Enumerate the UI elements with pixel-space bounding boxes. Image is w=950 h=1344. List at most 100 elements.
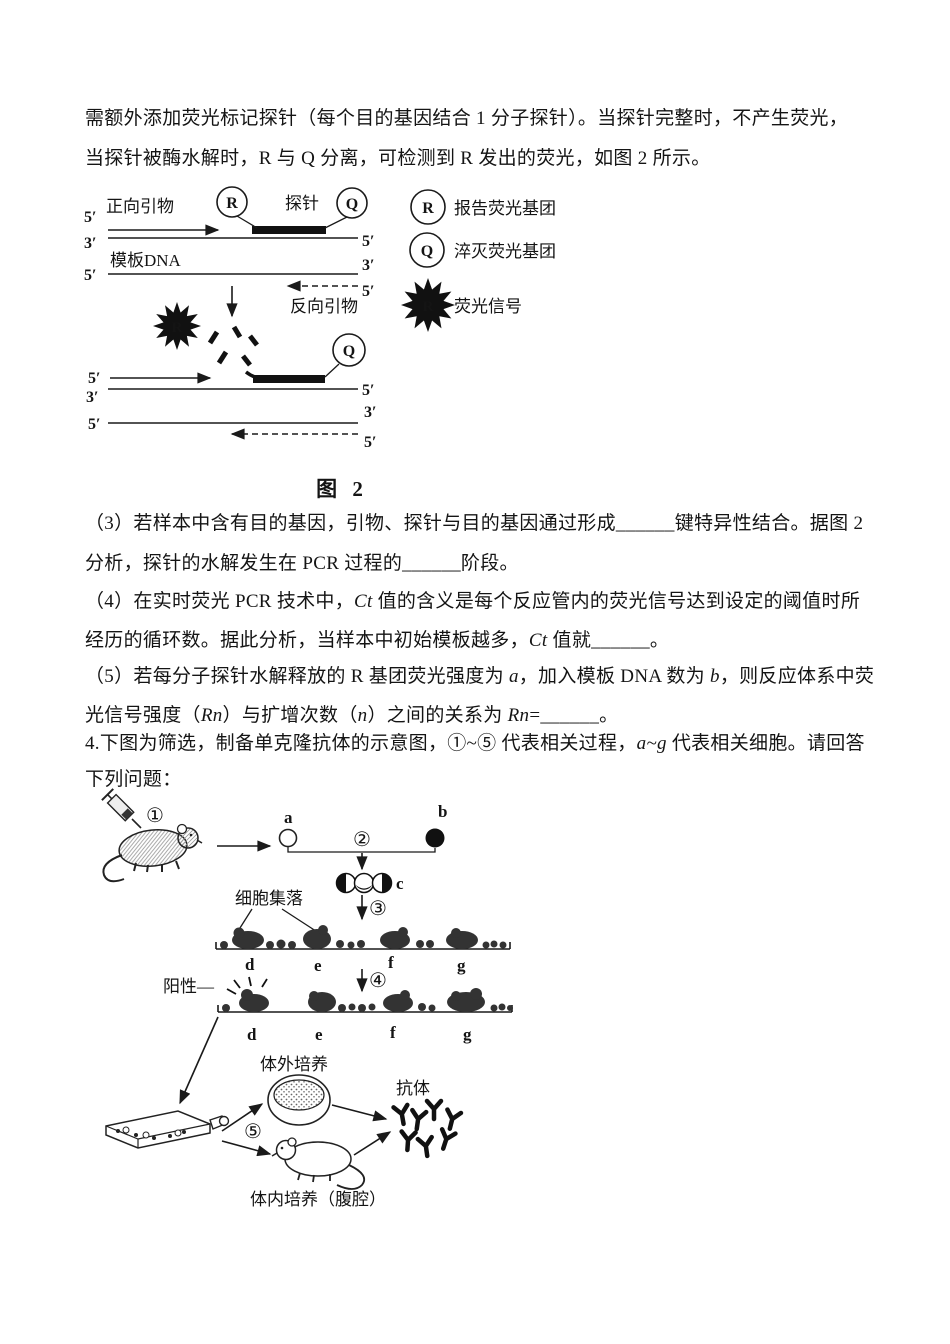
antibody-y-icons [391, 1098, 464, 1159]
q4ct-italic-ct: Ct [528, 630, 548, 651]
legend-q: Q [421, 243, 433, 260]
question-5-line-1: （5）若每分子探针水解释放的 R 基团荧光强度为 a，加入模板 DNA 数为 b… [85, 664, 874, 690]
q5-italic-a: a [508, 666, 519, 687]
q5-italic-n: n [357, 705, 368, 726]
reverse-primer-label: 反向引物 [290, 297, 358, 316]
q5-text: ）之间的关系为 [367, 705, 508, 726]
figure2-pcr-probe-diagram: 5′ 正向引物 3′ 5′ 模板DNA 5′ 3′ 5′ 反向引物 R 探针 Q [84, 186, 556, 451]
figure4-monoclonal-antibody-diagram: ① a b ② c [101, 788, 513, 1209]
colony-e-label: e [315, 1025, 323, 1044]
question-4-intro-line-2: 下列问题： [85, 769, 182, 790]
immunized-mouse-icon [102, 823, 203, 883]
q4-intro-italic-ag: a~g [636, 733, 667, 754]
legend-r: R [422, 200, 434, 217]
probe-bar [252, 226, 326, 234]
reporter-circle-icon [216, 186, 248, 218]
template-dna-top-complex: 5′ 正向引物 3′ 5′ 模板DNA 5′ 3′ 5′ 反向引物 R 探针 Q [84, 186, 375, 316]
legend-reporter-circle-icon [410, 189, 446, 225]
step-3-label: ③ [369, 898, 387, 920]
five-prime-label: 5′ [84, 267, 97, 284]
cell-c-label: c [396, 874, 404, 893]
probe-hydrolysis-complex: R Q 5′ 3′ 5′ 5′ 3′ 5′ [86, 286, 377, 451]
colony-g-label: g [457, 956, 466, 975]
figure2-legend: R 报告荧光基团 Q 淬灭荧光基团 R 荧光信号 [401, 189, 556, 332]
intro-line-2: 当探针被酶水解时，R 与 Q 分离，可检测到 R 发出的荧光，如图 2 所示。 [85, 148, 711, 169]
fused-cells-icon [335, 872, 393, 894]
legend-fluorescence-starburst-icon [401, 278, 455, 332]
quencher-q-label: Q [343, 343, 355, 360]
positive-colony-rays [226, 976, 268, 995]
in-vivo-label: 体内培养（腹腔） [250, 1190, 386, 1209]
five-prime-label: 5′ [88, 416, 101, 433]
q4ct-text: （4）在实时荧光 PCR 技术中， [85, 591, 355, 612]
question-3-line-2: 分析，探针的水解发生在 PCR 过程的______阶段。 [85, 553, 519, 574]
step-4-label: ④ [369, 970, 387, 992]
cell-b-icon [425, 828, 445, 848]
culture-flask-icon [105, 1110, 230, 1149]
question-3-line-1: （3）若样本中含有目的基因，引物、探针与目的基因通过形成______键特异性结合… [85, 513, 864, 534]
five-prime-label: 5′ [88, 370, 101, 387]
q5-text: =______。 [529, 705, 619, 726]
q4ct-text: 值就______。 [547, 630, 670, 651]
legend-reporter-label: 报告荧光基团 [454, 199, 556, 218]
reporter-r-label: R [226, 195, 238, 212]
colony-d-label: d [247, 1025, 257, 1044]
colony-e-label: e [314, 956, 322, 975]
cell-a-icon [278, 828, 298, 848]
template-dna-label: 模板DNA [110, 251, 182, 270]
q4ct-text: 值的含义是每个反应管内的荧光信号达到设定的阈值时所 [372, 591, 861, 612]
in-vitro-label: 体外培养 [260, 1055, 328, 1074]
cell-a-label: a [284, 808, 293, 827]
question-4ct-line-2: 经历的循环数。据此分析，当样本中初始模板越多，Ct 值就______。 [85, 628, 669, 654]
positive-label: 阳性— [163, 977, 215, 996]
q5-text: 光信号强度（ [85, 705, 201, 726]
legend-signal-r: R [423, 299, 434, 315]
five-prime-label: 5′ [362, 233, 375, 250]
colony-f-label: f [388, 953, 394, 972]
colony-d-label: d [245, 955, 255, 974]
petri-dish-icon [267, 1074, 331, 1126]
q4ct-text: 经历的循环数。据此分析，当样本中初始模板越多， [85, 630, 529, 651]
probe-fragments [207, 325, 259, 367]
quencher-circle-icon [332, 333, 366, 367]
question-4ct-line-1: （4）在实时荧光 PCR 技术中，Ct 值的含义是每个反应管内的荧光信号达到设定… [85, 589, 860, 615]
released-r-label: R [172, 320, 183, 336]
step-5-label: ⑤ [244, 1121, 262, 1143]
five-prime-label: 5′ [84, 209, 97, 226]
quencher-q-label: Q [346, 196, 358, 213]
five-prime-label: 5′ [362, 382, 375, 399]
step-1-label: ① [146, 805, 164, 827]
quencher-circle-icon [336, 187, 368, 219]
q5-text: ）与扩增次数（ [222, 705, 358, 726]
q5-italic-rn: Rn [507, 705, 530, 726]
in-vivo-mouse-icon [271, 1137, 366, 1190]
syringe-icon [101, 788, 142, 829]
three-prime-label: 3′ [364, 404, 377, 421]
q5-text: ，加入模板 DNA 数为 [518, 666, 711, 687]
three-prime-label: 3′ [84, 235, 97, 252]
colony-g-label: g [463, 1025, 472, 1044]
cell-colony-label: 细胞集落 [235, 889, 303, 908]
q5-text: ，则反应体系中荧 [719, 666, 875, 687]
fluorescence-starburst-icon [153, 302, 201, 350]
five-prime-label: 5′ [362, 283, 375, 300]
q5-italic-rn: Rn [200, 705, 223, 726]
colony-row-2: d e f g [217, 976, 513, 1044]
five-prime-label: 5′ [364, 434, 377, 451]
q4-intro-text: 代表相关细胞。请回答 [666, 733, 865, 754]
probe-label: 探针 [285, 194, 319, 213]
probe-bar-remnant [253, 375, 325, 383]
antibody-label: 抗体 [396, 1079, 430, 1098]
q4-intro-text: 4.下图为筛选，制备单克隆抗体的示意图，①~⑤ 代表相关过程， [85, 733, 637, 754]
intro-line-1: 需额外添加荧光标记探针（每个目的基因结合 1 分子探针）。当探针完整时，不产生荧… [85, 108, 849, 129]
step-2-label: ② [353, 829, 371, 851]
forward-primer-label: 正向引物 [106, 197, 174, 216]
q4ct-italic-ct: Ct [354, 591, 373, 612]
three-prime-label: 3′ [86, 389, 99, 406]
cell-b-label: b [438, 802, 447, 821]
legend-signal-label: 荧光信号 [454, 297, 522, 316]
question-4-intro-line-1: 4.下图为筛选，制备单克隆抗体的示意图，①~⑤ 代表相关过程，a~g 代表相关细… [85, 731, 865, 757]
q5-italic-b: b [710, 666, 720, 687]
q5-text: （5）若每分子探针水解释放的 R 基团荧光强度为 [85, 666, 509, 687]
